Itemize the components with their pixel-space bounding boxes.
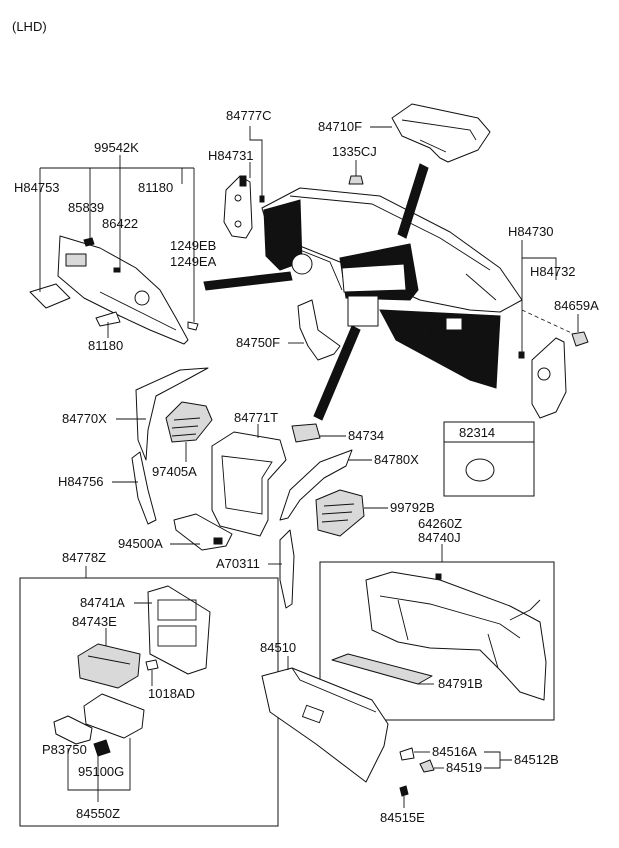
pointer-to-pad <box>397 163 429 239</box>
switch-84734-part <box>291 423 321 443</box>
label-99542K: 99542K <box>94 140 139 155</box>
label-94500A: 94500A <box>118 536 163 551</box>
box-82314 <box>443 421 535 497</box>
damper-84519-part <box>419 759 435 773</box>
bracket-81180b-part <box>95 311 121 327</box>
tray-84743E-part <box>77 643 141 689</box>
tray-lower-part <box>83 693 145 739</box>
label-84550Z: 84550Z <box>76 806 120 821</box>
leader-84550Z <box>67 738 131 791</box>
label-99792B: 99792B <box>390 500 435 515</box>
trim-84780X-part <box>279 449 353 521</box>
vent-97405A-part <box>165 401 213 443</box>
clip-1335CJ-part <box>348 175 364 185</box>
label-84777C: 84777C <box>226 108 272 123</box>
fastener-84659A-part <box>571 331 589 347</box>
center-fascia-84771T-part <box>211 431 287 537</box>
label-85839: 85839 <box>68 200 104 215</box>
pointer-to-left-panel <box>203 271 293 291</box>
screw-84515E-part <box>399 785 409 797</box>
dashboard-crash-pad-part <box>261 187 523 389</box>
label-84512B: 84512B <box>514 752 559 767</box>
side-bracket-84777C-part <box>223 175 253 239</box>
vent-99792B-part <box>315 489 365 537</box>
label-1249EA: 1249EA <box>170 254 217 269</box>
label-84778Z: 84778Z <box>62 550 106 565</box>
label-1018AD: 1018AD <box>148 686 195 701</box>
label-H84730: H84730 <box>508 224 554 239</box>
frame-84741A-part <box>147 585 211 675</box>
label-H84732: H84732 <box>530 264 576 279</box>
glove-box-housing-part <box>365 571 547 701</box>
strip-A70311-part <box>279 529 295 609</box>
label-84516A: 84516A <box>432 744 477 759</box>
lamp-95100G-part <box>93 739 111 757</box>
screw-1018AD-part <box>145 659 159 671</box>
bracket-84750F-part <box>297 299 341 361</box>
screw-1249-part <box>187 321 199 331</box>
label-84510: 84510 <box>260 640 296 655</box>
pointer-to-center-fascia <box>313 325 361 421</box>
label-H84731: H84731 <box>208 148 254 163</box>
label-H84756: H84756 <box>58 474 104 489</box>
label-1335CJ: 1335CJ <box>332 144 377 159</box>
label-81180b: 81180 <box>88 338 123 353</box>
label-64260Z: 64260Z <box>418 516 462 531</box>
label-84741A: 84741A <box>80 595 125 610</box>
label-97405A: 97405A <box>152 464 197 479</box>
label-84770X: 84770X <box>62 411 107 426</box>
cup-P83750-part <box>53 715 93 745</box>
center-pad-84710F-part <box>391 103 491 163</box>
label-A70311: A70311 <box>216 556 260 571</box>
glove-box-84510-part <box>261 667 389 783</box>
label-84771T: 84771T <box>234 410 278 425</box>
label-86422: 86422 <box>102 216 138 231</box>
left-lower-panel-part <box>57 235 189 345</box>
mat-84791B-part <box>331 653 433 685</box>
label-95100G: 95100G <box>78 764 124 779</box>
label-84710F: 84710F <box>318 119 362 134</box>
label-84780X: 84780X <box>374 452 419 467</box>
label-84519: 84519 <box>446 760 482 775</box>
leader-84512B <box>484 751 512 769</box>
leader-H84730 <box>521 240 557 280</box>
label-H84753: H84753 <box>14 180 60 195</box>
label-84734: 84734 <box>348 428 384 443</box>
label-84659A: 84659A <box>554 298 599 313</box>
label-81180a: 81180 <box>138 180 173 195</box>
label-84515E: 84515E <box>380 810 425 825</box>
label-84750F: 84750F <box>236 335 280 350</box>
fuse-cover-part <box>29 283 71 309</box>
label-1249EB: 1249EB <box>170 238 216 253</box>
label-84743E: 84743E <box>72 614 117 629</box>
variant-label: (LHD) <box>12 19 47 34</box>
strip-H84756-part <box>131 451 157 525</box>
label-84791B: 84791B <box>438 676 483 691</box>
leader-84777C <box>249 126 263 198</box>
label-82314: 82314 <box>459 425 495 440</box>
clip-H84730-part <box>518 351 525 359</box>
label-P83750: P83750 <box>42 742 87 757</box>
side-trim-84770X-part <box>135 367 209 461</box>
label-84740J: 84740J <box>418 530 461 545</box>
plug-82314-part <box>465 458 495 482</box>
box-64260Z <box>319 561 555 721</box>
hinge-84516A-part <box>399 747 415 761</box>
